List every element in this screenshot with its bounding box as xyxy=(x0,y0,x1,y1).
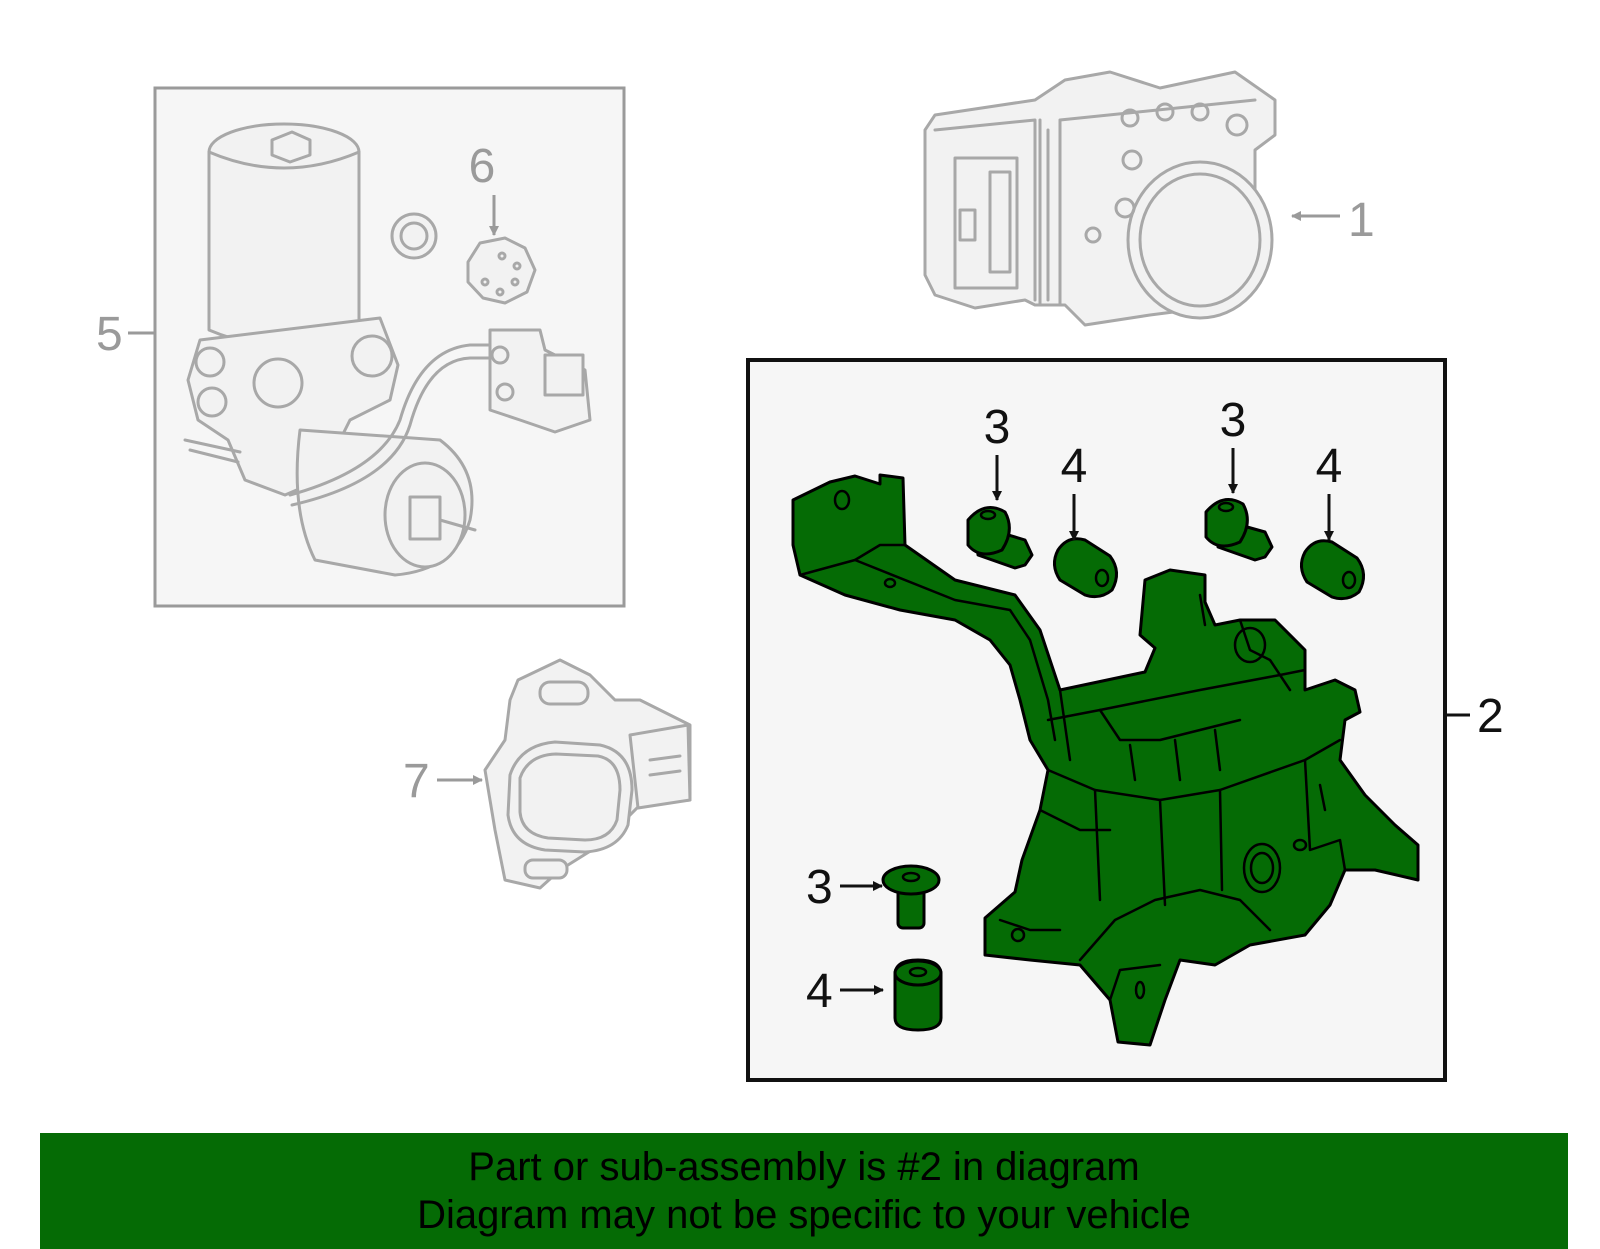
callout-3-bottom: 3 xyxy=(806,861,833,914)
o-ring[interactable] xyxy=(390,212,438,260)
filter-cap-part-6[interactable] xyxy=(466,236,537,305)
bolt-part-3-right[interactable] xyxy=(1204,498,1274,562)
callout-1: 1 xyxy=(1348,194,1375,247)
bolt-part-3-left[interactable] xyxy=(966,506,1034,570)
pump-motor-assembly[interactable] xyxy=(183,122,592,577)
callout-4-left: 4 xyxy=(1061,440,1088,493)
callout-3-right: 3 xyxy=(1220,394,1247,447)
collar-part-4-right[interactable] xyxy=(1300,539,1365,601)
callout-6: 6 xyxy=(469,140,496,193)
sensor-part-7[interactable] xyxy=(483,658,692,890)
callout-2: 2 xyxy=(1477,690,1504,743)
bolt-part-3-bottom[interactable] xyxy=(881,864,941,930)
abs-actuator-part-1[interactable] xyxy=(923,70,1277,327)
callout-4-bottom: 4 xyxy=(806,965,833,1018)
banner-line-1: Part or sub-assembly is #2 in diagram xyxy=(468,1145,1140,1189)
collar-part-4-bottom[interactable] xyxy=(893,958,943,1032)
callout-7: 7 xyxy=(403,755,430,808)
callout-4-right: 4 xyxy=(1316,440,1343,493)
info-banner: Part or sub-assembly is #2 in diagram Di… xyxy=(40,1133,1568,1249)
banner-line-2: Diagram may not be specific to your vehi… xyxy=(417,1193,1191,1237)
callout-3-left: 3 xyxy=(984,401,1011,454)
bracket-part-2[interactable] xyxy=(791,473,1420,1047)
callout-5: 5 xyxy=(96,308,123,361)
